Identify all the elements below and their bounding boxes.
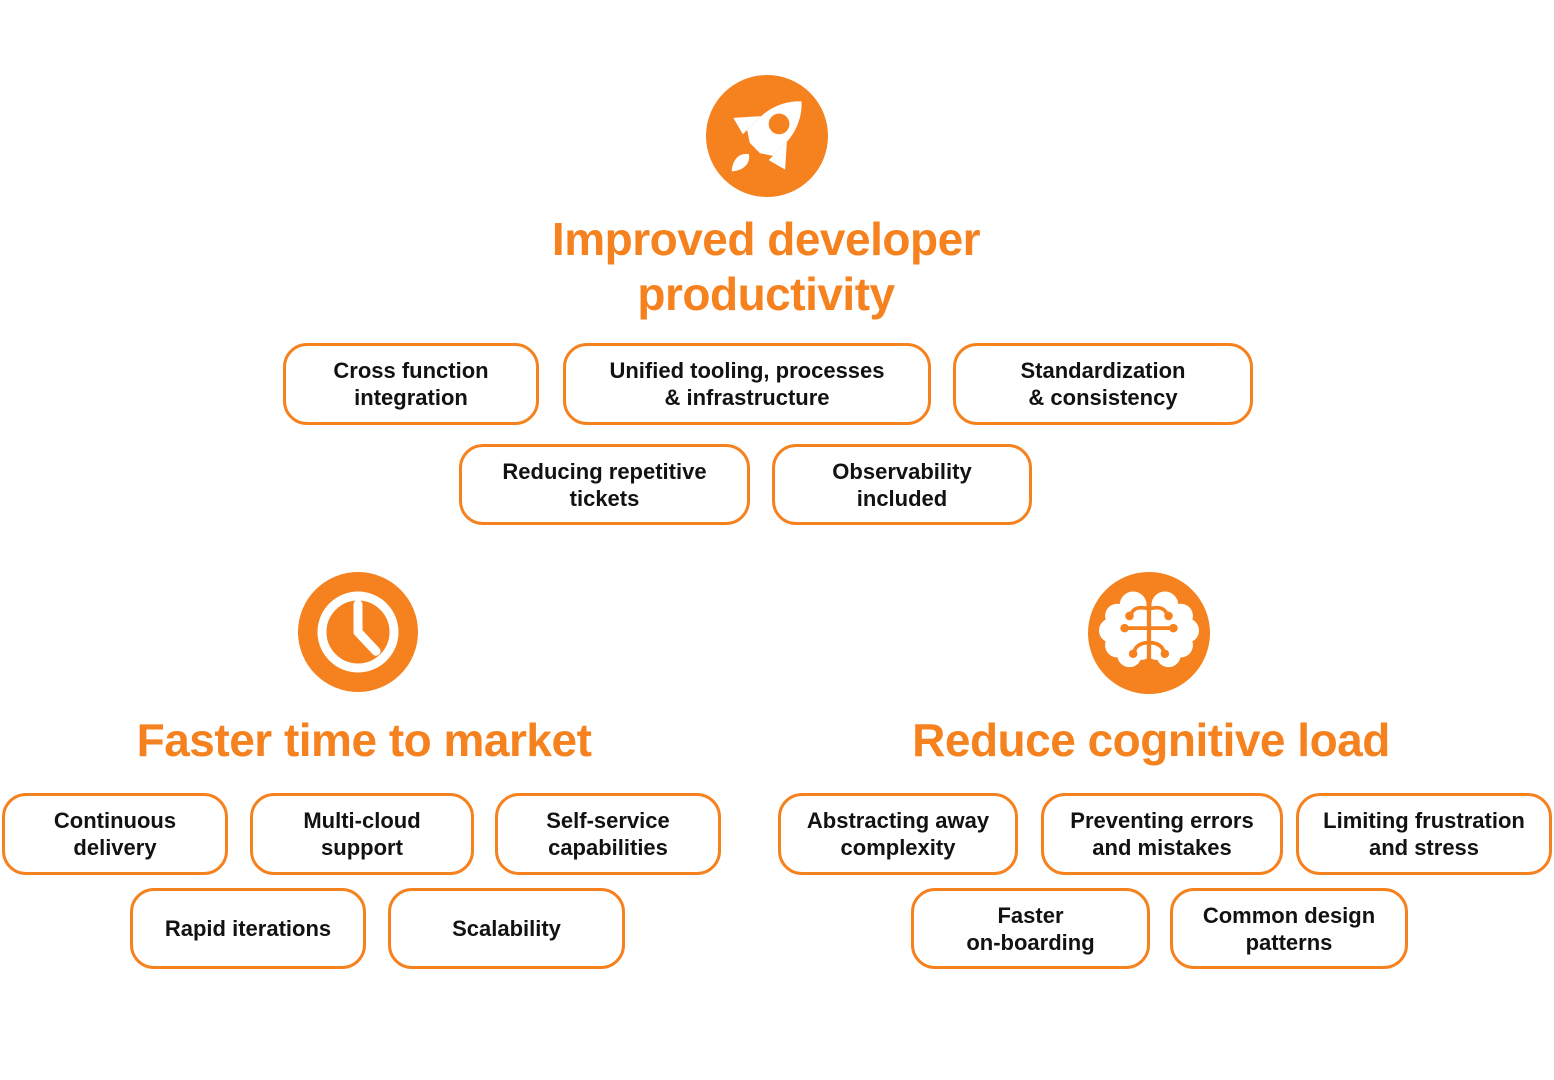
pill-observability-included: Observability included (772, 444, 1032, 525)
pill-common-design-patterns: Common design patterns (1170, 888, 1408, 969)
clock-icon (298, 572, 418, 692)
pill-limiting-frustration-and-stress: Limiting frustration and stress (1296, 793, 1552, 875)
rocket-icon (706, 75, 828, 197)
group-title-improved-developer-productivity: Improved developer productivity (551, 213, 981, 320)
group-title-faster-time-to-market: Faster time to market (136, 714, 592, 766)
pill-self-service-capabilities: Self-service capabilities (495, 793, 721, 875)
brain-icon (1088, 572, 1210, 694)
pill-faster-on-boarding: Faster on-boarding (911, 888, 1150, 969)
pill-continuous-delivery: Continuous delivery (2, 793, 228, 875)
pill-reducing-repetitive-tickets: Reducing repetitive tickets (459, 444, 750, 525)
pill-multi-cloud-support: Multi-cloud support (250, 793, 474, 875)
pill-rapid-iterations: Rapid iterations (130, 888, 366, 969)
pill-cross-function-integration: Cross function integration (283, 343, 539, 425)
pill-standardization-consistency: Standardization & consistency (953, 343, 1253, 425)
pill-scalability: Scalability (388, 888, 625, 969)
pill-abstracting-away-complexity: Abstracting away complexity (778, 793, 1018, 875)
pill-preventing-errors-and-mistakes: Preventing errors and mistakes (1041, 793, 1283, 875)
group-title-reduce-cognitive-load: Reduce cognitive load (912, 714, 1390, 766)
pill-unified-tooling-processes-infrastructure: Unified tooling, processes & infrastruct… (563, 343, 931, 425)
